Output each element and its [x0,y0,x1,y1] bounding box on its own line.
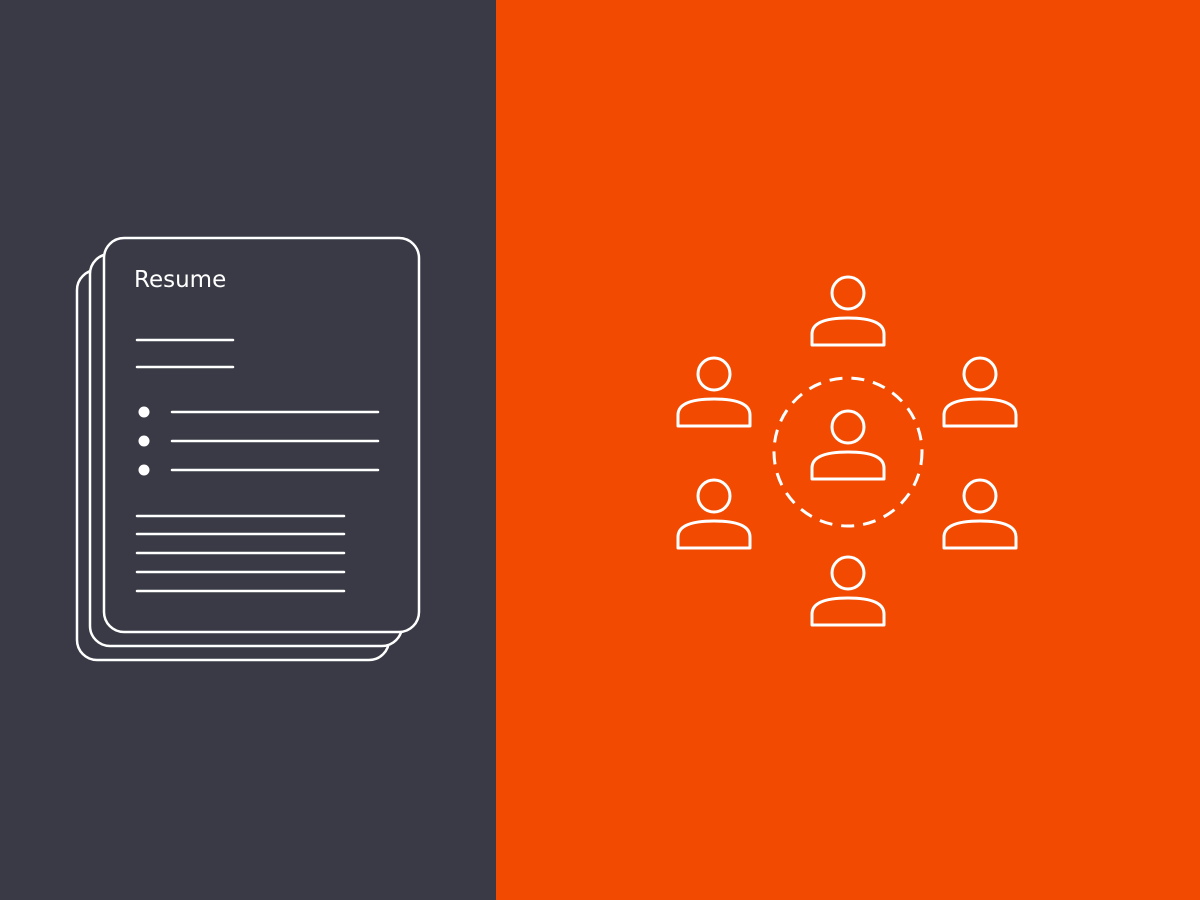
person-icon-upper-right [942,356,1018,428]
resume-title: Resume [134,267,226,293]
person-icon-lower-right [942,478,1018,550]
person-icon-upper-left [676,356,752,428]
person-icon-bottom [810,555,886,627]
resume-stack-icon: Resume [75,236,421,662]
left-panel: Resume [0,0,496,900]
right-panel [496,0,1200,900]
person-icon-center [810,409,886,481]
person-icon-top [810,275,886,347]
dashed-circle-icon [772,376,924,528]
resume-bullet-dot [138,435,150,447]
resume-bullet-dot [138,464,150,476]
person-icon-lower-left [676,478,752,550]
resume-bullet-dot [138,406,150,418]
people-network-icon [676,275,1018,627]
